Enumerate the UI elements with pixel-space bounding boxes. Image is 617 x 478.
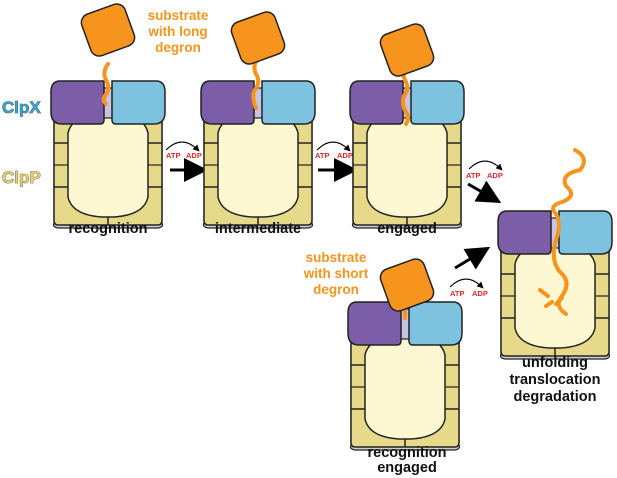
adp-label: ADP bbox=[472, 289, 488, 298]
stage-label: engaged bbox=[377, 221, 437, 237]
clpp-label: ClpP bbox=[2, 168, 41, 187]
atp-cycle-icon bbox=[450, 279, 482, 287]
atp-label: ATP bbox=[315, 151, 329, 160]
substrate-long-line3: degron bbox=[155, 40, 201, 55]
substrate-block bbox=[228, 8, 288, 68]
transition-arrow-4: ATP ADP bbox=[450, 246, 491, 298]
stage-label-line1: recognition bbox=[368, 445, 447, 461]
transition-arrow-2: ATP ADP bbox=[315, 142, 358, 182]
substrate-short-line1: substrate bbox=[306, 250, 367, 265]
substrate-short-line2: with short bbox=[303, 266, 369, 281]
stage-label-line3: degradation bbox=[514, 389, 597, 405]
substrate-short-line3: degron bbox=[313, 282, 359, 297]
stage-final: unfolding translocation degradation bbox=[497, 148, 613, 405]
stage-recognition-engaged: recognition engaged bbox=[347, 255, 463, 476]
substrate-block bbox=[78, 0, 138, 60]
atp-label: ATP bbox=[450, 289, 464, 298]
substrate-long-line1: substrate bbox=[148, 8, 209, 23]
transition-arrow-1: ATP ADP bbox=[166, 142, 208, 182]
adp-label: ADP bbox=[487, 171, 503, 180]
atp-label: ATP bbox=[466, 171, 480, 180]
adp-label: ADP bbox=[337, 151, 353, 160]
peptide-fragment bbox=[538, 288, 550, 298]
stage-engaged: engaged bbox=[349, 20, 465, 237]
stage-intermediate: intermediate bbox=[200, 8, 316, 237]
stage-recognition: recognition bbox=[50, 0, 166, 237]
adp-label: ADP bbox=[186, 151, 202, 160]
atp-cycle-icon bbox=[317, 142, 349, 150]
stage-label-line2: engaged bbox=[377, 460, 437, 476]
substrate-long-line2: with long bbox=[147, 24, 207, 39]
atp-cycle-icon bbox=[469, 161, 501, 169]
unfolded-substrate bbox=[551, 148, 586, 316]
substrate-block bbox=[377, 20, 437, 80]
peptide-fragment bbox=[554, 296, 564, 306]
atp-cycle-icon bbox=[166, 142, 198, 150]
degron-tail bbox=[251, 56, 261, 110]
peptide-fragment bbox=[544, 300, 554, 308]
atp-label: ATP bbox=[166, 151, 180, 160]
degron-tail bbox=[101, 62, 111, 106]
substrate-long-label: substrate with long degron bbox=[147, 8, 208, 55]
stage-label-line1: unfolding bbox=[522, 355, 588, 371]
stage-label: intermediate bbox=[215, 221, 301, 237]
transition-arrow-3: ATP ADP bbox=[466, 161, 503, 203]
stage-label-line2: translocation bbox=[509, 372, 600, 388]
substrate-short-label: substrate with short degron bbox=[303, 250, 369, 297]
stage-label: recognition bbox=[69, 221, 148, 237]
clpx-label: ClpX bbox=[2, 98, 41, 117]
